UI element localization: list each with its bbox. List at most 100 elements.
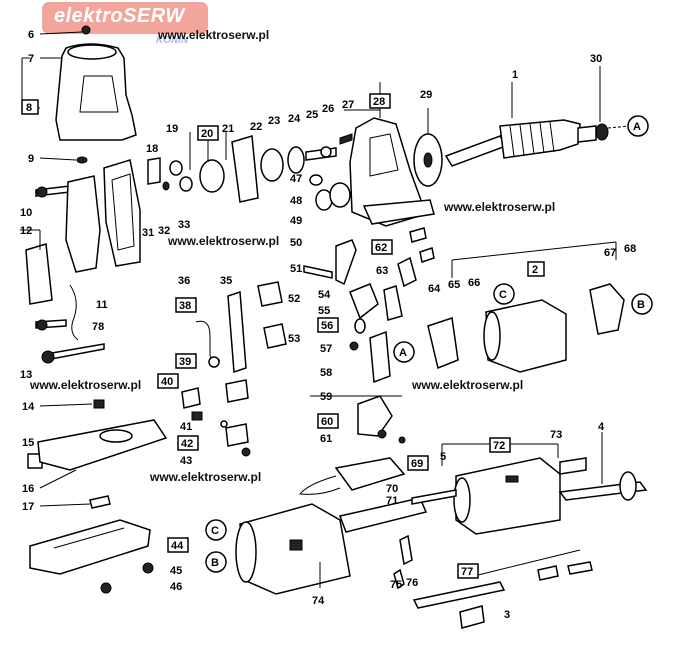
- svg-text:40: 40: [161, 376, 173, 388]
- svg-text:76: 76: [406, 577, 418, 589]
- part-label: 12: [20, 225, 32, 237]
- part-label: 1: [512, 69, 518, 81]
- svg-text:68: 68: [624, 243, 636, 255]
- part-label: 15: [22, 437, 34, 449]
- part-label: 9: [28, 153, 34, 165]
- part-label: 22: [250, 121, 262, 133]
- svg-text:33: 33: [178, 219, 190, 231]
- svg-text:1: 1: [512, 69, 518, 81]
- part-label: 61: [320, 433, 332, 445]
- svg-text:51: 51: [290, 263, 302, 275]
- assembly-label: 28: [369, 93, 391, 109]
- part-label: 66: [468, 277, 480, 289]
- svg-text:13: 13: [20, 369, 32, 381]
- part-label: 36: [178, 275, 190, 287]
- watermark-url: www.elektroserw.pl: [168, 234, 280, 248]
- part-label: 47: [290, 173, 302, 185]
- svg-text:77: 77: [461, 566, 473, 578]
- part-label: 48: [290, 195, 302, 207]
- part-label: 33: [178, 219, 190, 231]
- svg-text:52: 52: [288, 293, 300, 305]
- svg-text:7: 7: [28, 53, 34, 65]
- assembly-label: 40: [157, 373, 179, 389]
- part-label: 73: [550, 429, 562, 441]
- part-label: 75: [390, 579, 402, 591]
- svg-text:28: 28: [373, 96, 385, 108]
- svg-text:35: 35: [220, 275, 232, 287]
- watermark-url: www.elektroserw.pl: [158, 28, 270, 42]
- svg-text:63: 63: [376, 265, 388, 277]
- part-label: 23: [268, 115, 280, 127]
- svg-text:62: 62: [375, 242, 387, 254]
- svg-text:73: 73: [550, 429, 562, 441]
- svg-text:21: 21: [222, 123, 234, 135]
- svg-text:8: 8: [26, 102, 32, 114]
- svg-text:27: 27: [342, 99, 354, 111]
- part-label: 30: [590, 53, 602, 65]
- assembly-label: 39: [175, 353, 197, 369]
- part-label: 14: [22, 401, 35, 413]
- svg-text:72: 72: [493, 440, 505, 452]
- svg-text:61: 61: [320, 433, 332, 445]
- base-plate: [37, 419, 168, 471]
- part-label: 19: [166, 123, 178, 135]
- part-label: 71: [386, 495, 398, 507]
- part-label: 18: [146, 143, 158, 155]
- part-label: 41: [180, 421, 192, 433]
- svg-text:B: B: [637, 299, 645, 311]
- part-label: 65: [448, 279, 460, 291]
- part-label: 78: [92, 321, 104, 333]
- part-label: 7: [28, 53, 34, 65]
- ref-circle-a: A: [627, 115, 649, 137]
- assembly-label: 56: [317, 317, 339, 333]
- svg-text:22: 22: [250, 121, 262, 133]
- svg-text:29: 29: [420, 89, 432, 101]
- part-label: 5: [440, 451, 446, 463]
- part-label: 54: [318, 289, 331, 301]
- switch-69: [334, 457, 406, 491]
- svg-text:23: 23: [268, 115, 280, 127]
- part-label: 63: [376, 265, 388, 277]
- svg-text:44: 44: [171, 540, 184, 552]
- svg-text:24: 24: [288, 113, 301, 125]
- svg-text:66: 66: [468, 277, 480, 289]
- svg-text:57: 57: [320, 343, 332, 355]
- housing-72: [411, 457, 587, 535]
- svg-text:46: 46: [170, 581, 182, 593]
- part-label: 21: [222, 123, 234, 135]
- svg-text:42: 42: [181, 438, 193, 450]
- ref-circle-a: A: [393, 341, 415, 363]
- svg-text:67: 67: [604, 247, 616, 259]
- svg-text:16: 16: [22, 483, 34, 495]
- svg-text:C: C: [499, 289, 507, 301]
- assembly-label: 8: [21, 99, 39, 115]
- svg-text:70: 70: [386, 483, 398, 495]
- part-label: 70: [386, 483, 398, 495]
- svg-text:B: B: [211, 557, 219, 569]
- part-label: 67: [604, 247, 616, 259]
- svg-text:20: 20: [201, 128, 213, 140]
- part-label: 52: [288, 293, 300, 305]
- assembly-label: 77: [457, 563, 479, 579]
- assembly-label: 60: [317, 413, 339, 429]
- side-bracket-12: [25, 243, 53, 305]
- svg-text:59: 59: [320, 391, 332, 403]
- svg-text:A: A: [633, 121, 641, 133]
- assembly-label: 20: [197, 125, 219, 141]
- assembly-label: 72: [489, 437, 511, 453]
- svg-text:50: 50: [290, 237, 302, 249]
- part-label: 3: [504, 609, 510, 621]
- watermark-url: www.elektroserw.pl: [444, 200, 556, 214]
- part-label: 4: [598, 421, 605, 433]
- svg-text:10: 10: [20, 207, 32, 219]
- part-label: 10: [20, 207, 32, 219]
- part-label: 46: [170, 581, 182, 593]
- ref-circle-b: B: [205, 551, 227, 573]
- part-label: 55: [318, 305, 330, 317]
- svg-text:18: 18: [146, 143, 158, 155]
- svg-text:9: 9: [28, 153, 34, 165]
- svg-text:56: 56: [321, 320, 333, 332]
- brand-logo-subtitle: KONIN: [156, 35, 189, 46]
- part-label: 13: [20, 369, 32, 381]
